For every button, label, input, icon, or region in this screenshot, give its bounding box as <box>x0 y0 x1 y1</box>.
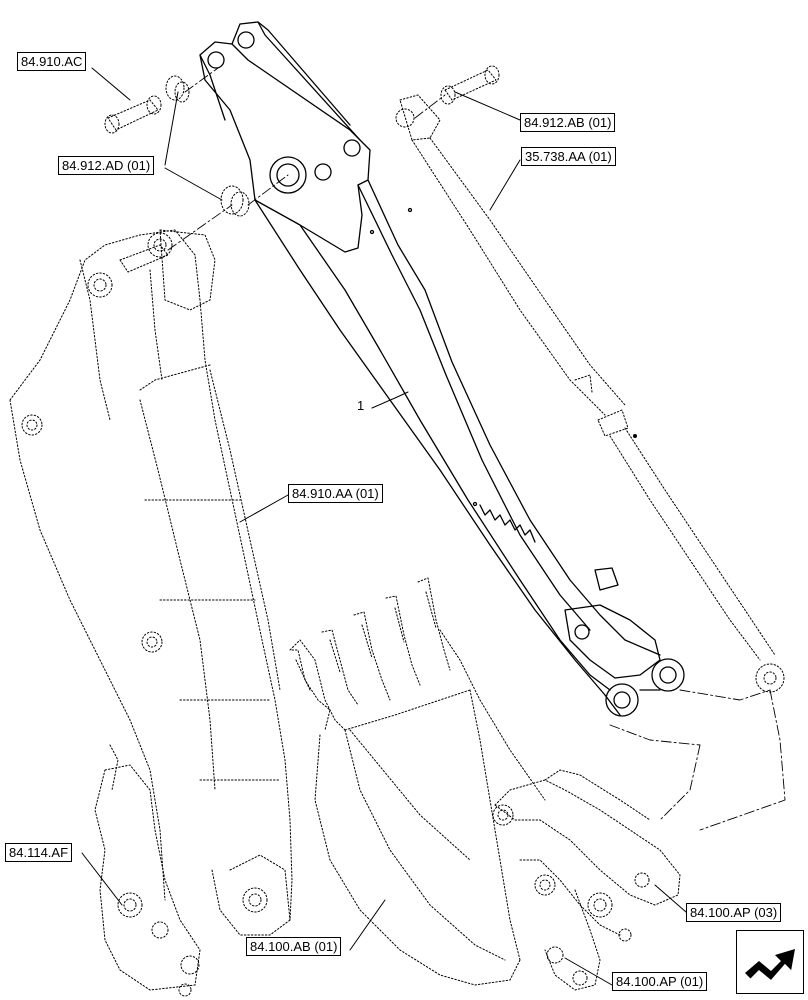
next-page-arrow-icon <box>745 949 795 983</box>
callout-pin-ab: 84.912.AB (01) <box>520 113 616 132</box>
assembly-center-lines <box>167 67 786 831</box>
callout-bucket-ab: 84.100.AB (01) <box>246 937 342 956</box>
callout-boom-aa: 84.910.AA (01) <box>288 484 383 503</box>
callout-cylinder-aa: 35.738.AA (01) <box>521 147 616 166</box>
next-page-button[interactable] <box>736 930 804 994</box>
lower-linkage <box>94 744 201 997</box>
callout-bushing-ad: 84.912.AD (01) <box>58 156 155 175</box>
dipper-arm <box>199 21 685 717</box>
callout-linkage-af: 84.114.AF <box>5 843 73 862</box>
callout-pin-ac: 84.910.AC <box>17 52 87 71</box>
callout-link-ap01: 84.100.AP (01) <box>612 972 708 991</box>
item-number-label: 1 <box>357 398 365 413</box>
bucket <box>289 577 546 986</box>
leader-lines <box>81 67 687 986</box>
boom <box>9 229 293 936</box>
quick-coupler-link <box>492 769 681 991</box>
callout-link-ap03: 84.100.AP (03) <box>686 903 782 922</box>
